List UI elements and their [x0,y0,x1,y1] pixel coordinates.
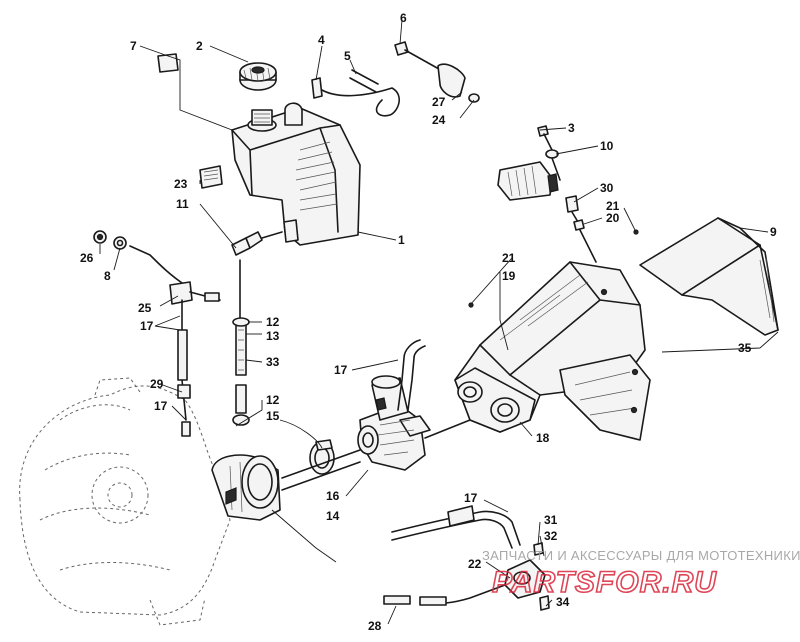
callout-29: 29 [150,377,164,391]
fuel-valve [231,231,283,256]
decal-23 [199,165,223,189]
callout-25: 25 [138,301,152,315]
callout-12b: 12 [266,393,280,407]
callout-24: 24 [432,113,446,127]
callout-33: 33 [266,355,280,369]
engine-outline [19,377,231,626]
callout-17b: 17 [334,363,348,377]
callout-6: 6 [400,11,407,25]
vent-hose [321,69,400,117]
callout-14: 14 [326,509,340,523]
throttle-cable [93,230,221,437]
callout-5: 5 [344,49,351,63]
callout-32: 32 [544,529,558,543]
vent-fitting [311,77,323,99]
callout-19: 19 [502,269,516,283]
fuel-pump [383,505,550,611]
callout-30: 30 [600,181,614,195]
callout-12a: 12 [266,315,280,329]
mount-hardware [468,125,639,308]
callout-9: 9 [770,225,777,239]
callout-8: 8 [104,269,111,283]
callout-17c: 17 [154,399,168,413]
callout-17d: 17 [464,491,478,505]
callout-23: 23 [174,177,188,191]
watermark-tagline: ЗАПЧАСТИ И АКСЕССУАРЫ ДЛЯ МОТОТЕХНИКИ [482,548,800,563]
callout-4: 4 [318,33,325,47]
callout-27: 27 [432,95,446,109]
callout-1: 1 [398,233,405,247]
callout-20: 20 [606,211,620,225]
callout-31: 31 [544,513,558,527]
callout-34: 34 [556,595,570,609]
callout-10: 10 [600,139,614,153]
intake-adaptor [211,454,281,521]
callout-labels: 1 2 3 4 5 6 7 8 9 10 11 12 12 13 14 15 1… [80,11,777,633]
callout-7: 7 [130,39,137,53]
callout-21b: 21 [502,251,516,265]
air-silencer [454,261,651,441]
fuel-tank [231,102,361,246]
fuel-line [232,259,250,426]
watermark-logo: PARTSFOR.RU [492,566,717,599]
callout-22: 22 [468,557,482,571]
callout-35: 35 [738,341,752,355]
callout-2: 2 [196,39,203,53]
silencer-bracket [639,217,779,336]
leader-lines [99,19,779,625]
watermark: ЗАПЧАСТИ И АКСЕССУАРЫ ДЛЯ МОТОТЕХНИКИ PA… [482,548,800,600]
callout-17a: 17 [140,319,154,333]
vent-clamp-assembly [394,41,480,103]
fuel-cap [239,62,277,91]
decal-7 [157,53,179,73]
callout-28: 28 [368,619,382,633]
carb-clamp [309,439,335,475]
carburetor [281,339,471,491]
callout-11: 11 [176,197,189,211]
callout-16: 16 [326,489,340,503]
callout-18: 18 [536,431,550,445]
callout-15: 15 [266,409,280,423]
callout-21a: 21 [606,199,620,213]
callout-26: 26 [80,251,94,265]
callout-13: 13 [266,329,280,343]
callout-3: 3 [568,121,575,135]
